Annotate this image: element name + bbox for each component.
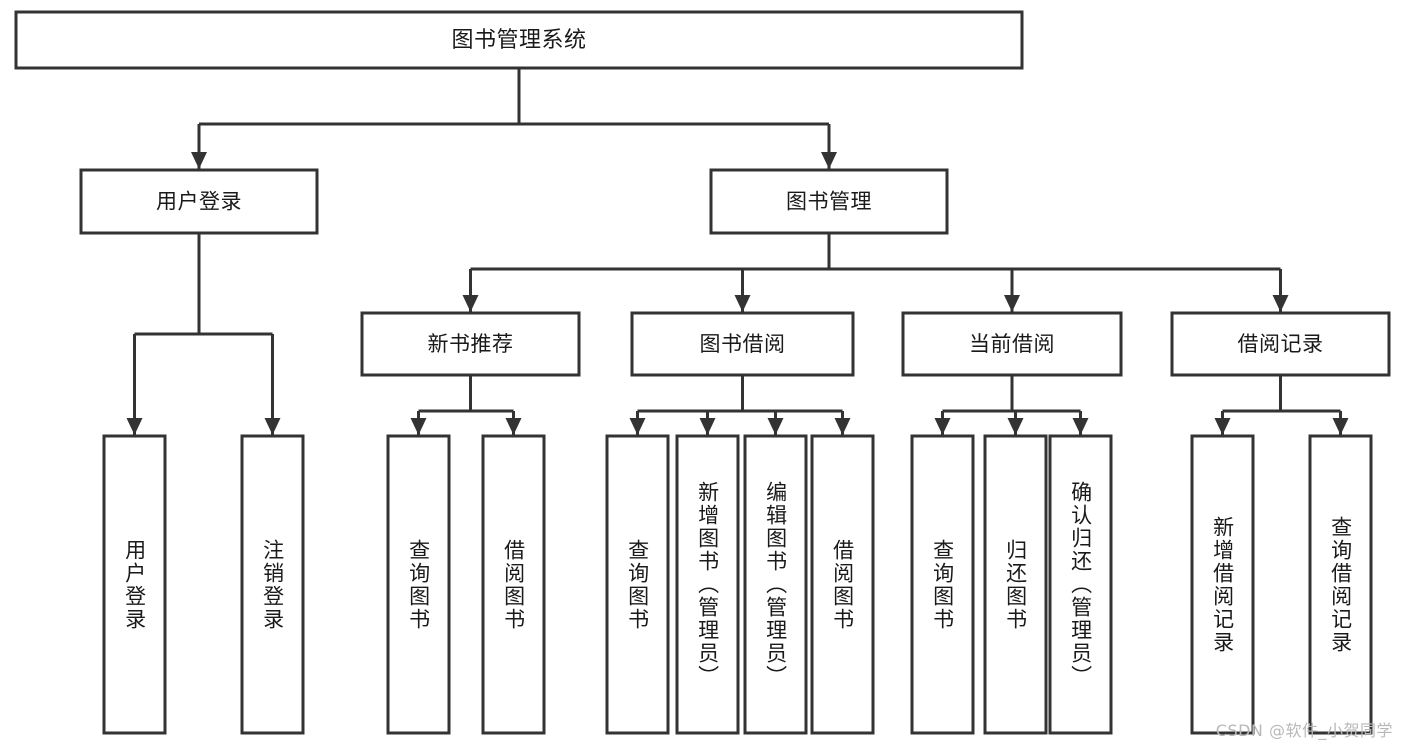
level3-node-当前借阅[interactable]: 当前借阅 (901, 311, 1123, 377)
leafbus-图书借阅-arrow-3 (834, 418, 851, 435)
leaf-node-新增借阅记录[interactable] (1190, 434, 1255, 735)
leaf-node-box[interactable] (983, 434, 1048, 735)
level3-node-box[interactable] (630, 311, 855, 377)
leaf-node-box[interactable] (910, 434, 975, 735)
leaf-node-box[interactable] (240, 434, 305, 735)
connectors-layer (126, 68, 1349, 435)
leafbus-图书借阅-arrow-0 (629, 418, 646, 435)
level2-node-label: 图书管理 (786, 190, 872, 214)
leafbus-当前借阅-arrow-2 (1072, 418, 1089, 435)
leaf-node-box[interactable] (605, 434, 670, 735)
leafbus-新书推荐-arrow-1 (505, 418, 522, 435)
leaf-node-借阅图书[interactable] (810, 434, 875, 735)
level3-node-借阅记录[interactable]: 借阅记录 (1170, 311, 1391, 377)
level3-node-label: 当前借阅 (969, 332, 1055, 356)
leaf-node-确认归还管理员[interactable] (1048, 434, 1113, 735)
leafbus-用户登录-arrow-0 (126, 418, 143, 435)
level3-node-box[interactable] (901, 311, 1123, 377)
leaf-node-box[interactable] (102, 434, 167, 735)
leaf-node-box[interactable] (1308, 434, 1373, 735)
root-to-level2-arrow-0 (191, 152, 207, 169)
root-to-level2-arrow-1 (821, 152, 837, 169)
leaf-node-查询图书[interactable] (605, 434, 670, 735)
bookmgmt-to-level3-arrow-0 (462, 295, 479, 312)
root-node-label: 图书管理系统 (451, 28, 586, 53)
leaf-node-用户登录[interactable] (102, 434, 167, 735)
leafbus-新书推荐-arrow-0 (410, 418, 427, 435)
leaf-node-box[interactable] (743, 434, 808, 735)
level2-node-图书管理[interactable]: 图书管理 (709, 168, 949, 235)
leaf-node-box[interactable] (675, 434, 740, 735)
leafbus-借阅记录-arrow-0 (1214, 418, 1231, 435)
root-node-box[interactable] (14, 10, 1024, 70)
level3-node-box[interactable] (360, 311, 581, 377)
level2-node-box[interactable] (79, 168, 319, 235)
level3-node-label: 新书推荐 (428, 332, 514, 356)
level3-node-图书借阅[interactable]: 图书借阅 (630, 311, 855, 377)
leafbus-当前借阅-arrow-1 (1007, 418, 1024, 435)
bookmgmt-to-level3-arrow-1 (734, 295, 751, 312)
root-node-图书管理系统[interactable]: 图书管理系统 (14, 10, 1024, 70)
level2-node-用户登录[interactable]: 用户登录 (79, 168, 319, 235)
leaf-node-box[interactable] (810, 434, 875, 735)
leaf-node-box[interactable] (1048, 434, 1113, 735)
leaf-node-box[interactable] (1190, 434, 1255, 735)
level3-node-label: 借阅记录 (1238, 332, 1324, 356)
leaf-node-查询图书[interactable] (910, 434, 975, 735)
leafbus-图书借阅-arrow-2 (767, 418, 784, 435)
level3-node-box[interactable] (1170, 311, 1391, 377)
level2-node-label: 用户登录 (156, 190, 242, 214)
leafbus-用户登录-arrow-1 (264, 418, 281, 435)
leaf-node-注销登录[interactable] (240, 434, 305, 735)
leaf-node-查询借阅记录[interactable] (1308, 434, 1373, 735)
level3-node-新书推荐[interactable]: 新书推荐 (360, 311, 581, 377)
leaf-node-查询图书[interactable] (386, 434, 451, 735)
leaf-node-box[interactable] (481, 434, 546, 735)
leafbus-当前借阅-arrow-0 (934, 418, 951, 435)
leafbus-借阅记录-arrow-1 (1332, 418, 1349, 435)
leaf-node-新增图书管理员[interactable] (675, 434, 740, 735)
level3-node-label: 图书借阅 (700, 332, 786, 356)
csdn-watermark: CSDN @软件_小贺同学 (1215, 721, 1393, 740)
leaf-node-box[interactable] (386, 434, 451, 735)
level2-node-box[interactable] (709, 168, 949, 235)
leaf-node-借阅图书[interactable] (481, 434, 546, 735)
leafbus-图书借阅-arrow-1 (699, 418, 716, 435)
leaf-node-编辑图书管理员[interactable] (743, 434, 808, 735)
bookmgmt-to-level3-arrow-2 (1004, 295, 1020, 312)
bookmgmt-to-level3-arrow-3 (1272, 295, 1289, 312)
leaf-node-归还图书[interactable] (983, 434, 1048, 735)
